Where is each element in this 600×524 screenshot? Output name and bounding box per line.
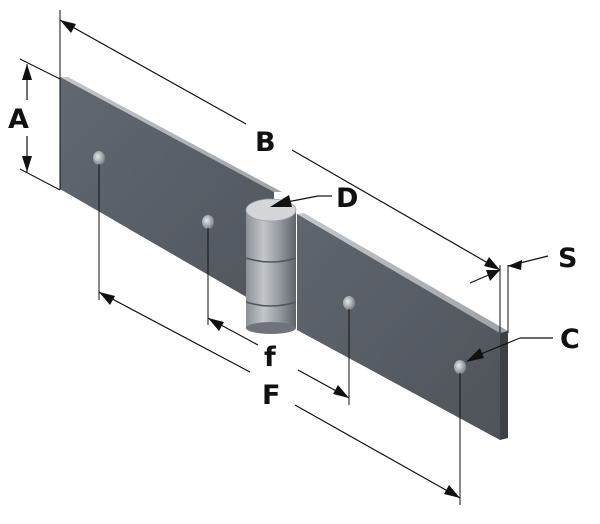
label-d: D xyxy=(336,183,358,214)
right-plate-face xyxy=(297,214,500,440)
dimension-s xyxy=(469,255,549,333)
hole-4 xyxy=(454,360,466,374)
label-f-small: f xyxy=(264,342,276,373)
label-f-large: F xyxy=(262,380,280,411)
label-s: S xyxy=(558,243,577,274)
right-plate-top-edge xyxy=(297,213,508,333)
hole-3 xyxy=(343,296,355,310)
dimension-f-large xyxy=(98,164,461,505)
left-plate-top-edge xyxy=(60,77,282,192)
hinge-barrel xyxy=(245,198,297,334)
hole-2 xyxy=(202,215,214,229)
right-plate-side-edge xyxy=(500,331,508,440)
mounting-holes xyxy=(93,151,466,374)
dimension-f-small xyxy=(207,228,350,405)
leader-d xyxy=(270,195,332,207)
dimension-a xyxy=(4,58,61,191)
left-plate-face xyxy=(60,77,274,313)
left-plate xyxy=(60,77,282,313)
right-plate xyxy=(297,213,508,440)
dimension-b xyxy=(59,10,509,333)
hole-1 xyxy=(93,151,105,165)
leader-c xyxy=(466,337,553,362)
label-a: A xyxy=(8,104,29,135)
label-c: C xyxy=(560,324,580,355)
label-b: B xyxy=(255,127,276,158)
